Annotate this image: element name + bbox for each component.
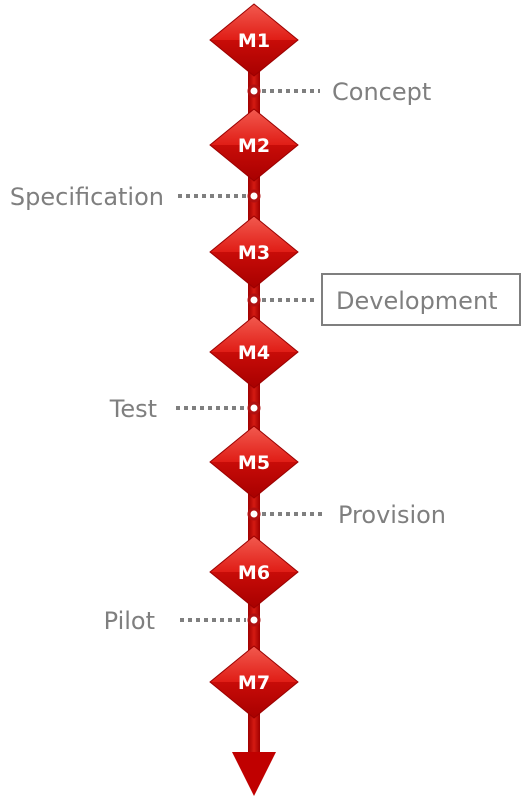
phase-junction	[247, 293, 261, 307]
phase-3: Test	[109, 395, 261, 423]
phase-label: Concept	[332, 78, 431, 106]
milestone-diamond	[209, 645, 299, 719]
milestone-diamond	[209, 215, 299, 289]
milestone-6: M6	[209, 535, 299, 609]
milestone-7: M7	[209, 645, 299, 719]
phase-2: Development	[247, 273, 521, 326]
phase-highlight-box	[321, 273, 521, 326]
phase-5: Pilot	[104, 607, 261, 635]
milestone-diamond	[209, 3, 299, 77]
phase-label: Test	[109, 395, 157, 423]
milestone-1: M1	[209, 3, 299, 77]
phase-label: Specification	[10, 183, 164, 211]
milestone-label: M4	[238, 342, 270, 364]
phase-label: Pilot	[104, 607, 155, 635]
phase-junction	[247, 401, 261, 415]
phase-4: Provision	[247, 501, 446, 529]
milestone-label: M6	[238, 562, 270, 584]
milestone-label: M1	[238, 30, 270, 52]
milestone-diamond	[209, 425, 299, 499]
milestone-5: M5	[209, 425, 299, 499]
phase-0: Concept	[247, 78, 431, 106]
phase-junction	[247, 189, 261, 203]
milestone-diamond	[209, 315, 299, 389]
phase-label: Provision	[338, 501, 446, 529]
phases-layer: ConceptSpecificationDevelopmentTestProvi…	[10, 78, 521, 635]
phase-junction	[247, 613, 261, 627]
milestone-diamond	[209, 108, 299, 182]
milestone-4: M4	[209, 315, 299, 389]
milestone-label: M3	[238, 242, 270, 264]
milestone-3: M3	[209, 215, 299, 289]
phase-junction	[247, 507, 261, 521]
milestone-label: M2	[238, 135, 270, 157]
timeline-arrow-head	[232, 752, 276, 796]
milestone-diamond	[209, 535, 299, 609]
milestone-label: M7	[238, 672, 270, 694]
milestone-label: M5	[238, 452, 270, 474]
phase-label: Development	[336, 287, 498, 315]
milestone-2: M2	[209, 108, 299, 182]
phase-junction	[247, 84, 261, 98]
phase-1: Specification	[10, 183, 261, 211]
